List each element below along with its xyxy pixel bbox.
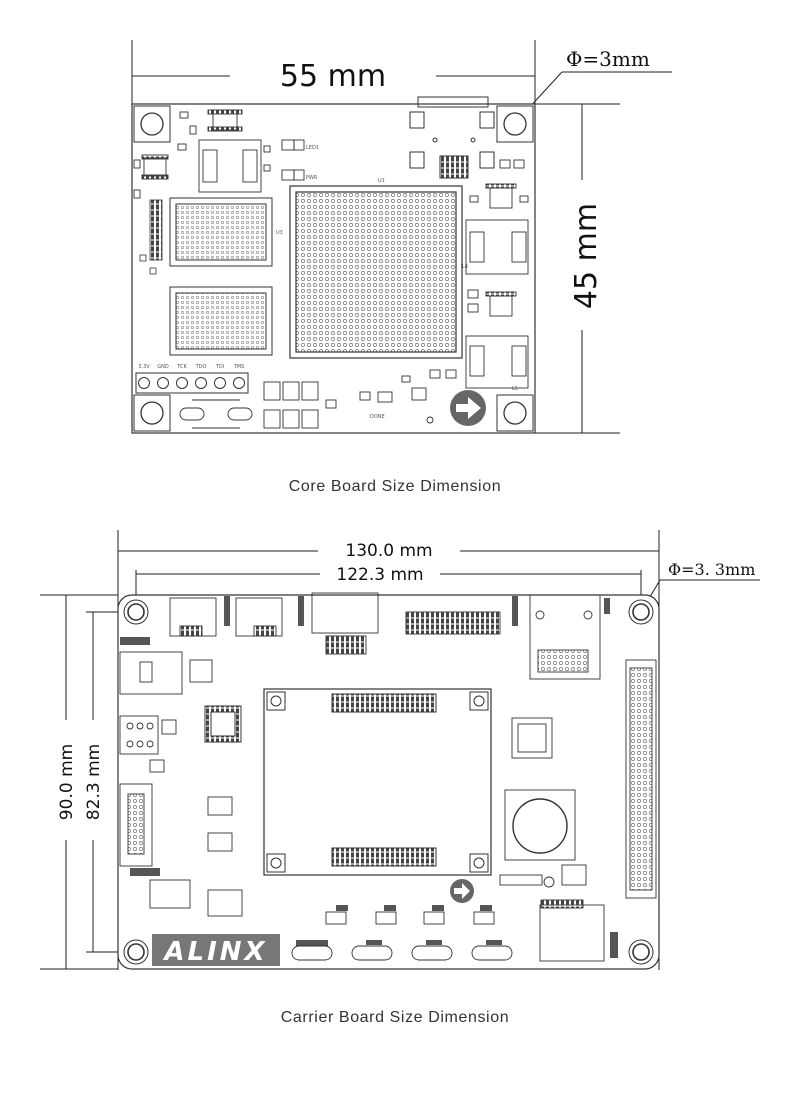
core-bottom-components — [179, 369, 457, 429]
jtag-pin-label: TDI — [215, 364, 224, 370]
alinx-logo-text: ALINX — [162, 937, 267, 967]
jtag-pin-label: TCK — [176, 364, 187, 370]
core-width-label: 55 mm — [280, 59, 386, 94]
carrier-qfn-chip — [204, 705, 242, 743]
carrier-width-inner-label: 122.3 mm — [336, 565, 423, 585]
carrier-width-outer-label: 130.0 mm — [345, 541, 432, 561]
jtag-pin — [157, 377, 169, 389]
carrier-left-components — [119, 651, 243, 917]
carrier-mounting-holes — [123, 599, 654, 965]
carrier-height-outer-label: 90.0 mm — [57, 744, 77, 820]
carrier-board-caption: Carrier Board Size Dimension — [281, 1009, 509, 1026]
core-l5-label: L5 — [512, 386, 518, 392]
jtag-pin-label: TDO — [195, 364, 207, 370]
core-led1-label: LED1 — [306, 145, 319, 151]
jtag-pin — [138, 377, 150, 389]
core-u1-label: U1 — [378, 178, 385, 184]
jtag-pin — [195, 377, 207, 389]
carrier-core-footprint — [263, 688, 492, 876]
core-jtag-pins — [138, 377, 245, 389]
jtag-pin — [214, 377, 226, 389]
core-fpga-bga — [289, 185, 463, 359]
carrier-arrow-badge — [450, 879, 474, 903]
core-top-left-components — [133, 109, 262, 199]
core-jtag-labels: 3.3V GND TCK TDO TDI TMS — [138, 364, 244, 370]
jtag-pin — [233, 377, 245, 389]
jtag-pin — [176, 377, 188, 389]
core-board: LED1 PWR U3 U1 — [131, 96, 536, 434]
core-u3-label: U3 — [276, 230, 283, 236]
jtag-pin-label: 3.3V — [138, 364, 150, 370]
carrier-led-marks — [336, 905, 502, 945]
core-height-label: 45 mm — [569, 203, 604, 309]
core-led-pads — [263, 139, 305, 181]
carrier-alinx-logo: ALINX — [152, 934, 280, 967]
carrier-hole-label: Φ=3. 3mm — [668, 560, 755, 579]
core-power-components — [465, 159, 529, 389]
core-ddr-chips — [169, 197, 273, 356]
carrier-board: ALINX — [117, 592, 660, 970]
carrier-bottom-buttons — [291, 911, 513, 961]
core-l4-label: L4 — [462, 264, 468, 270]
core-hole-label: Φ=3mm — [566, 47, 650, 71]
carrier-height-inner-label: 82.3 mm — [84, 744, 104, 820]
core-arrow-badge — [450, 390, 486, 426]
core-mounting-holes — [133, 105, 534, 432]
core-usb-connector — [409, 96, 495, 179]
jtag-pin-label: TMS — [233, 364, 245, 370]
carrier-dark-strips — [120, 596, 618, 958]
core-left-header — [139, 199, 163, 275]
core-jtag-header — [135, 372, 249, 394]
core-pwr-label: PWR — [306, 175, 318, 181]
core-done-label: DONE — [370, 414, 385, 420]
core-board-caption: Core Board Size Dimension — [289, 478, 501, 495]
carrier-right-components — [499, 659, 657, 962]
carrier-top-connectors — [169, 592, 601, 680]
jtag-pin-label: GND — [157, 364, 169, 370]
